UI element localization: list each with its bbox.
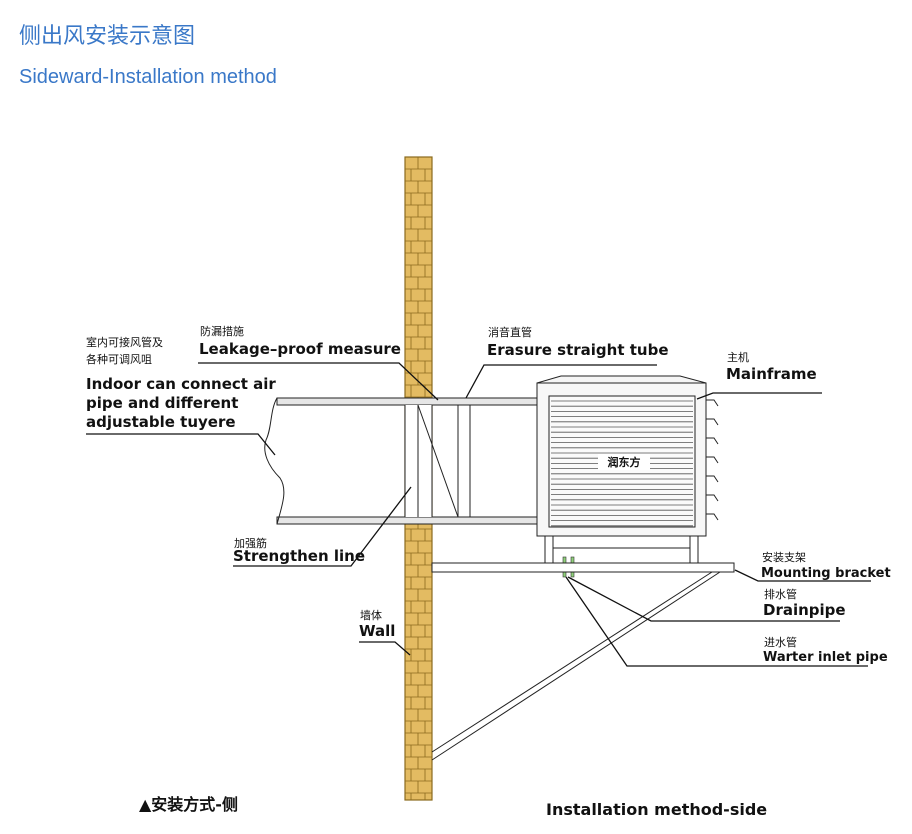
- page-title-en: Sideward-Installation method: [19, 66, 277, 88]
- page-title-cn: 侧出风安装示意图: [19, 24, 196, 49]
- mainframe-unit: 润东方: [536, 375, 719, 578]
- air-duct: [264, 397, 540, 525]
- mainframe-label-en: Mainframe: [726, 365, 817, 383]
- wall-label-en: Wall: [359, 622, 395, 640]
- erasure-label-en: Erasure straight tube: [487, 341, 669, 359]
- caption-left: ▲安装方式-侧: [139, 795, 238, 814]
- erasure-label-cn: 消音直管: [488, 325, 532, 339]
- indoor-label-cn-2: 各种可调风咀: [86, 352, 152, 366]
- mounting-bracket: [431, 562, 735, 761]
- leak-label-cn: 防漏措施: [200, 324, 244, 338]
- drain-label-cn: 排水管: [764, 587, 797, 601]
- bracket-label-en: Mounting bracket: [761, 566, 891, 581]
- indoor-label-en-2: pipe and different: [86, 394, 238, 412]
- bracket-label-cn: 安装支架: [762, 550, 806, 564]
- leader-lines: [86, 362, 871, 667]
- wall-label-cn: 墙体: [360, 608, 382, 622]
- indoor-label-cn-1: 室内可接风管及: [86, 335, 163, 349]
- strengthen-label-cn: 加强筋: [234, 536, 267, 550]
- inlet-label-cn: 进水管: [764, 635, 797, 649]
- indoor-label-en-3: adjustable tuyere: [86, 413, 236, 431]
- callout-labels: 室内可接风管及 各种可调风咀 Indoor can connect air pi…: [86, 324, 891, 665]
- leak-label-en: Leakage–proof measure: [199, 340, 401, 358]
- inlet-label-en: Warter inlet pipe: [763, 650, 888, 665]
- drain-label-en: Drainpipe: [763, 601, 846, 619]
- mainframe-label-cn: 主机: [727, 350, 749, 364]
- indoor-label-en-1: Indoor can connect air: [86, 375, 276, 393]
- caption-right: Installation method-side: [546, 800, 767, 819]
- brand-label: 润东方: [608, 455, 641, 469]
- strengthen-label-en: Strengthen line: [233, 547, 365, 565]
